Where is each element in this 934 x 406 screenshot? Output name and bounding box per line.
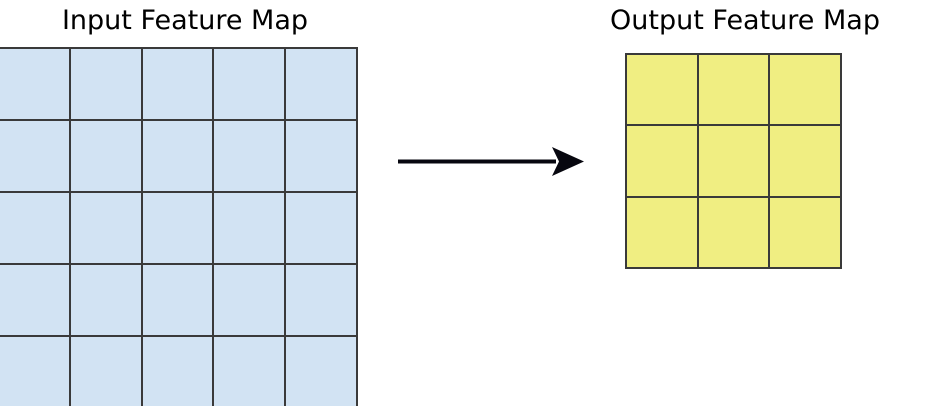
transformation-arrow-icon xyxy=(398,147,584,176)
input-cell-r4-c4 xyxy=(284,335,358,406)
input-cell-r2-c0 xyxy=(0,191,71,265)
output-cell-r0-c1 xyxy=(696,53,771,127)
input-cell-r2-c4 xyxy=(284,191,358,265)
input-cell-r1-c0 xyxy=(0,119,71,193)
input-cell-r2-c2 xyxy=(140,191,215,265)
output-cell-r1-c1 xyxy=(696,124,771,198)
input-cell-r1-c3 xyxy=(212,119,287,193)
output-cell-r2-c1 xyxy=(696,195,771,269)
output-cell-r1-c0 xyxy=(625,124,699,198)
input-cell-r1-c1 xyxy=(68,119,143,193)
input-cell-r0-c0 xyxy=(0,47,71,121)
output-feature-map-grid xyxy=(625,53,842,269)
output-cell-r0-c0 xyxy=(625,53,699,127)
input-cell-r4-c0 xyxy=(0,335,71,406)
input-cell-r3-c3 xyxy=(212,263,287,337)
output-cell-r0-c2 xyxy=(768,53,842,127)
input-cell-r0-c3 xyxy=(212,47,287,121)
input-cell-r2-c3 xyxy=(212,191,287,265)
input-cell-r2-c1 xyxy=(68,191,143,265)
output-cell-r1-c2 xyxy=(768,124,842,198)
input-cell-r0-c2 xyxy=(140,47,215,121)
input-cell-r3-c4 xyxy=(284,263,358,337)
input-cell-r3-c0 xyxy=(0,263,71,337)
output-cell-r2-c0 xyxy=(625,195,699,269)
input-cell-r0-c4 xyxy=(284,47,358,121)
output-feature-map-title: Output Feature Map xyxy=(610,5,880,36)
input-cell-r1-c4 xyxy=(284,119,358,193)
output-cell-r2-c2 xyxy=(768,195,842,269)
input-cell-r0-c1 xyxy=(68,47,143,121)
input-cell-r1-c2 xyxy=(140,119,215,193)
input-cell-r4-c3 xyxy=(212,335,287,406)
input-feature-map-title: Input Feature Map xyxy=(61,5,309,36)
input-cell-r3-c2 xyxy=(140,263,215,337)
input-cell-r3-c1 xyxy=(68,263,143,337)
input-feature-map-grid xyxy=(0,47,358,406)
input-cell-r4-c1 xyxy=(68,335,143,406)
input-cell-r4-c2 xyxy=(140,335,215,406)
